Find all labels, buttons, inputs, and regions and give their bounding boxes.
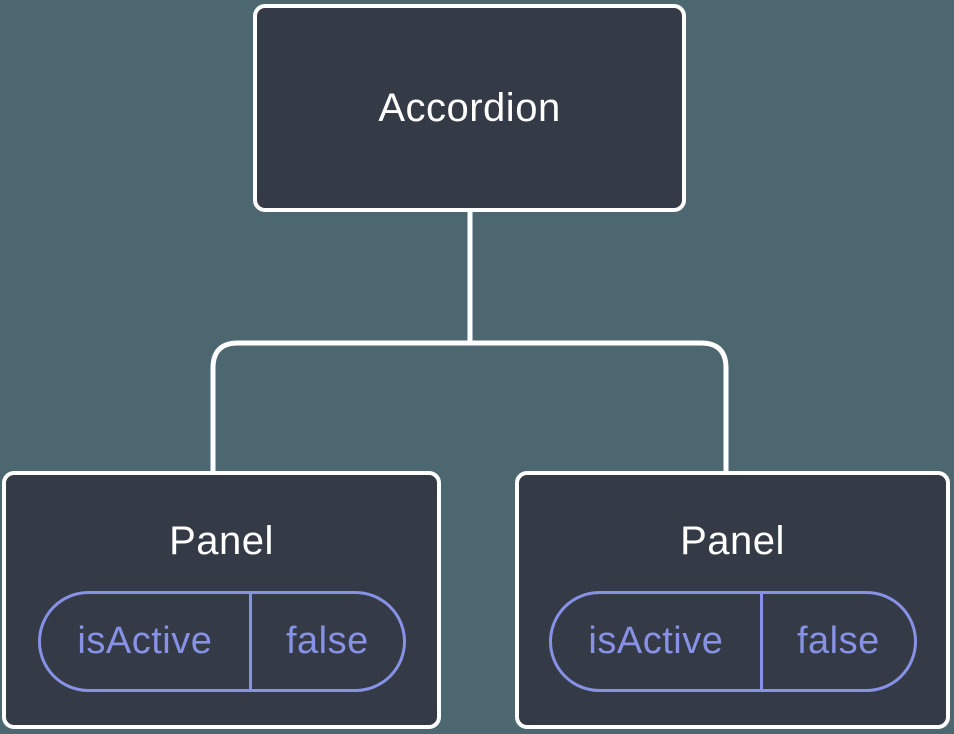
tree-node-accordion: Accordion bbox=[253, 4, 686, 212]
node-label-panel-1: Panel bbox=[169, 519, 274, 563]
tree-node-panel-1: Panel isActive false bbox=[2, 471, 441, 729]
state-key-panel-2: isActive bbox=[552, 594, 764, 689]
node-label-panel-2: Panel bbox=[680, 519, 785, 563]
state-key-panel-1: isActive bbox=[41, 594, 253, 689]
state-pill-panel-1: isActive false bbox=[37, 591, 406, 692]
state-value-panel-2: false bbox=[796, 620, 880, 662]
tree-node-panel-2: Panel isActive false bbox=[515, 471, 950, 729]
connector-branch-bracket bbox=[210, 340, 729, 471]
node-label-accordion: Accordion bbox=[378, 86, 561, 130]
state-pill-panel-2: isActive false bbox=[548, 591, 917, 692]
state-value-panel-1: false bbox=[285, 620, 369, 662]
